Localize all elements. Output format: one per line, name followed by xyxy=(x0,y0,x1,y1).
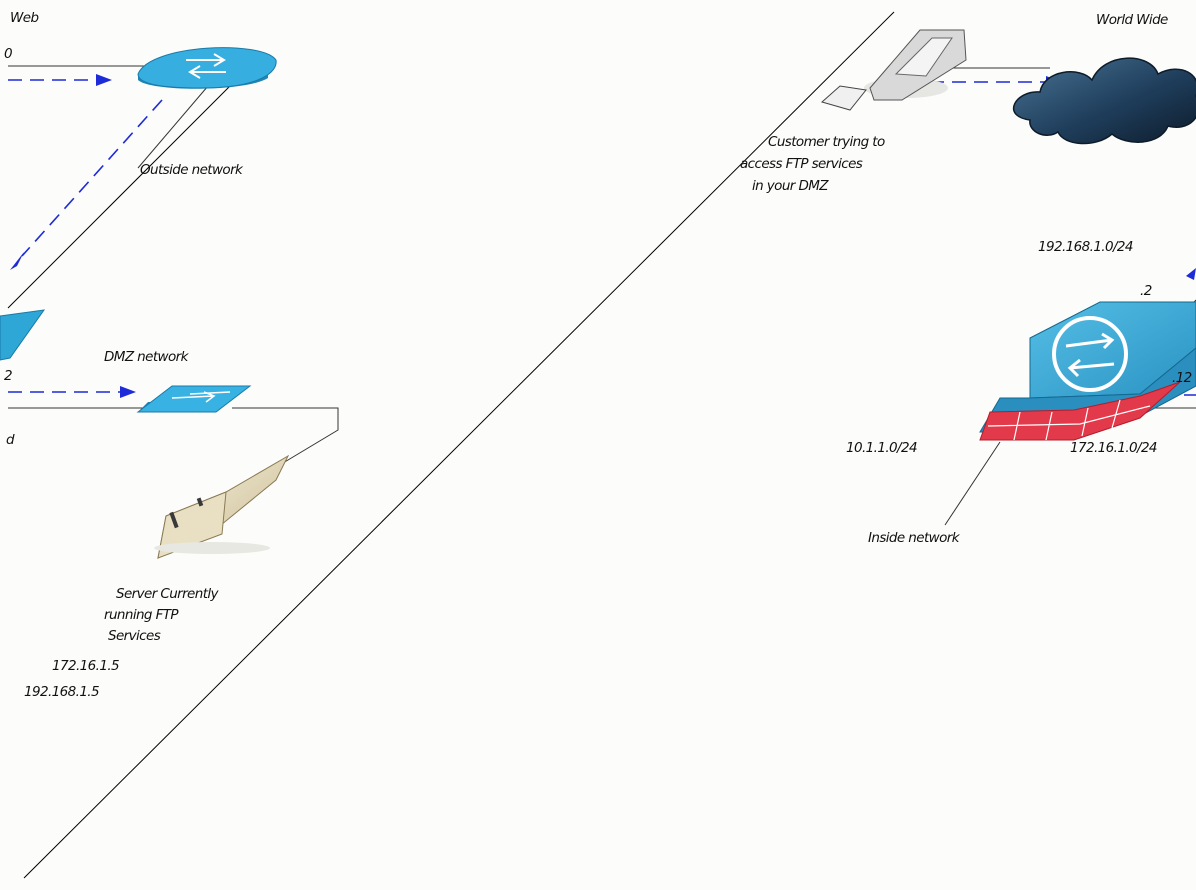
firewall-icon-arrows xyxy=(1065,332,1115,378)
network-links xyxy=(8,65,1196,526)
router-icon-arrows xyxy=(186,53,226,79)
partial-device-icon xyxy=(0,309,46,361)
router-icon-top xyxy=(137,47,277,89)
partial-device-icon-body xyxy=(0,309,46,361)
traffic-flow-arrows xyxy=(8,79,1196,396)
arrowhead-top-left xyxy=(96,74,112,86)
flow-arrow-diagonal xyxy=(21,99,163,257)
label-dmz-network: DMZ network xyxy=(104,349,190,365)
label-left-fragment-d: d xyxy=(6,432,15,448)
flow-arrowheads xyxy=(10,74,1196,398)
label-customer-line1: Customer trying to xyxy=(768,134,885,150)
label-server-line1: Server Currently xyxy=(116,586,220,602)
label-top-left-web: Web xyxy=(10,10,38,26)
pda-icon-stylus-case xyxy=(820,85,867,111)
label-inside-network: Inside network xyxy=(868,530,961,546)
server-icon-slot xyxy=(169,511,179,529)
link-outside-network xyxy=(137,85,209,169)
link-switch-server xyxy=(232,407,339,467)
label-dmz-subnet: 172.16.1.0/24 xyxy=(1070,440,1157,456)
panel-dividers xyxy=(7,11,895,879)
server-icon-led xyxy=(196,497,204,507)
switch-icon-arrows xyxy=(171,391,231,403)
label-server-line2: running FTP xyxy=(104,607,179,623)
link-inside-network xyxy=(944,441,1001,526)
firewall-icon-ring xyxy=(1052,316,1128,392)
label-dmz-iface-fragment: .12 xyxy=(1172,370,1192,386)
label-customer-line2: access FTP services xyxy=(740,156,863,172)
label-outside-iface-host: .2 xyxy=(1140,283,1152,299)
arrowhead-firewall-up xyxy=(1186,268,1196,280)
server-icon xyxy=(154,454,290,559)
label-top-right-web: World Wide xyxy=(1096,12,1168,28)
label-top-left-fragment: 0 xyxy=(4,46,12,62)
firewall-icon xyxy=(979,301,1196,441)
cloud-icon xyxy=(1012,57,1196,145)
pda-icon-screen xyxy=(894,37,953,77)
panel-divider-left xyxy=(7,83,233,309)
label-inside-subnet: 10.1.1.0/24 xyxy=(846,440,917,456)
label-outside-subnet: 192.168.1.0/24 xyxy=(1038,239,1133,255)
label-server-line3: Services xyxy=(108,628,161,644)
arrowhead-dmz xyxy=(120,386,136,398)
label-left-fragment-2: 2 xyxy=(4,368,12,384)
label-server-ip-1: 172.16.1.5 xyxy=(52,658,119,674)
switch-icon xyxy=(136,385,252,413)
server-icon-front xyxy=(157,491,227,559)
cloud-icon-shape xyxy=(1012,57,1196,145)
label-outside-network: Outside network xyxy=(140,162,244,178)
label-customer-line3: in your DMZ xyxy=(752,178,829,194)
diagram-labels: Web 0 World Wide Outside network Custome… xyxy=(4,10,1192,700)
pda-icon xyxy=(820,29,967,111)
router-icon xyxy=(137,47,277,89)
server-icon-shadow xyxy=(154,542,270,554)
firewall-icon-brick-lines xyxy=(987,399,1151,441)
label-server-ip-2: 192.168.1.5 xyxy=(24,684,99,700)
panel-divider-center xyxy=(23,11,895,879)
arrowhead-diagonal xyxy=(10,252,24,270)
